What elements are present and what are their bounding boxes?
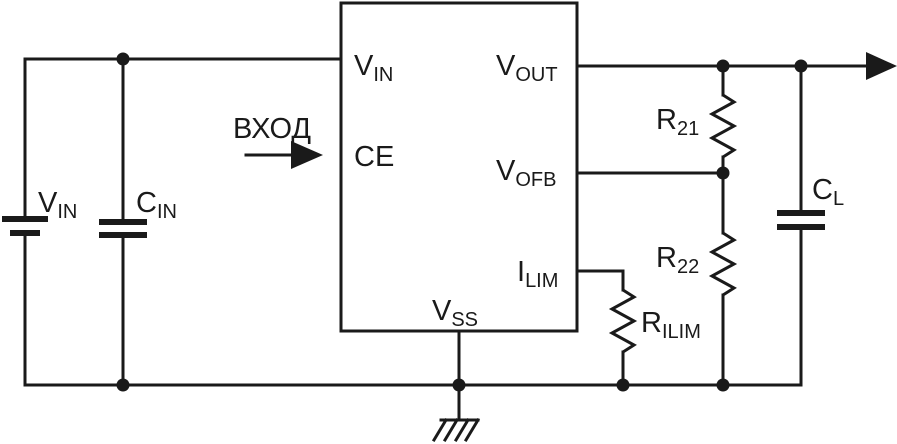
- junction-dot: [452, 378, 466, 392]
- junction-dot: [116, 52, 130, 66]
- input-label: ВХОД: [233, 113, 311, 145]
- r21-resistor: [708, 93, 738, 159]
- pin-ce-label: CE: [354, 141, 394, 173]
- pin-vin-label: VIN: [354, 50, 393, 86]
- vin-source-label: VIN: [38, 187, 77, 223]
- rilim-resistor: [608, 288, 638, 354]
- junction-dot: [716, 166, 730, 180]
- ce-input-arrowhead: [291, 141, 323, 169]
- ground-symbol: [431, 417, 481, 443]
- junction-dot: [794, 59, 808, 73]
- pin-vout-label: VOUT: [496, 50, 558, 86]
- cl-label: CL: [812, 174, 844, 210]
- vout-output-arrowhead: [866, 52, 897, 80]
- rilim-label: RILIM: [641, 307, 701, 343]
- r21-label: R21: [656, 104, 699, 140]
- ilim-wire: [575, 269, 625, 292]
- pin-vss-label: VSS: [432, 295, 478, 331]
- r22-resistor: [708, 231, 738, 297]
- junction-dot: [716, 378, 730, 392]
- r22-label: R22: [656, 242, 699, 278]
- pin-ilim-label: ILIM: [517, 256, 558, 292]
- junction-dot: [716, 59, 730, 73]
- pin-vofb-label: VOFB: [496, 155, 556, 191]
- junction-dot: [116, 378, 130, 392]
- junction-dot: [616, 378, 630, 392]
- cin-label: CIN: [136, 187, 177, 223]
